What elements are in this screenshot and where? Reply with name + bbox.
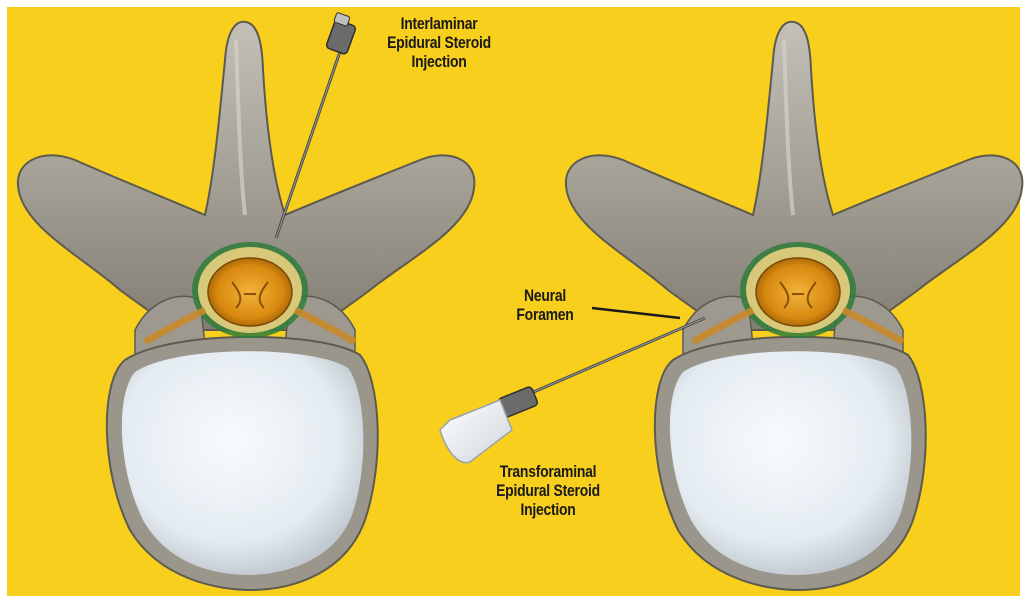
neural-foramen-label-line-1: Neural [508, 286, 582, 305]
interlaminar-label-line-3: Injection [378, 52, 501, 71]
neural-foramen-label-line-2: Foramen [508, 305, 582, 324]
transforaminal-label-line-3: Injection [482, 500, 613, 519]
transforaminal-label: Transforaminal Epidural Steroid Injectio… [482, 462, 613, 519]
transforaminal-label-line-1: Transforaminal [482, 462, 613, 481]
interlaminar-label-line-2: Epidural Steroid [378, 33, 501, 52]
neural-foramen-label: Neural Foramen [508, 286, 582, 324]
interlaminar-label: Interlaminar Epidural Steroid Injection [378, 14, 501, 71]
transforaminal-label-line-2: Epidural Steroid [482, 481, 613, 500]
interlaminar-label-line-1: Interlaminar [378, 14, 501, 33]
